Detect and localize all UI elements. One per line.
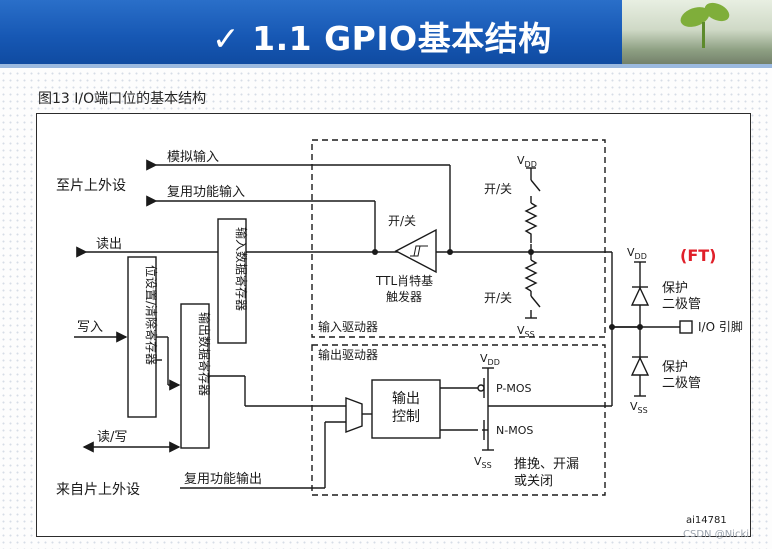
pull-down-resistor <box>524 259 538 292</box>
slide-header: ✓ 1.1 GPIO基本结构 <box>0 0 772 66</box>
alt-output-label: 复用功能输出 <box>184 471 262 487</box>
input-data-register-label: 输入数据寄存器 <box>234 227 249 311</box>
slide-title: ✓ 1.1 GPIO基本结构 <box>212 19 552 58</box>
protection-diode-top <box>630 286 650 306</box>
ttl-schmitt-trigger <box>394 228 437 274</box>
stem-shape <box>702 22 705 48</box>
alt-input-label: 复用功能输入 <box>167 184 245 200</box>
figure-caption: 图13 I/O端口位的基本结构 <box>38 91 207 107</box>
output-data-register-box <box>180 303 210 449</box>
output-driver-box <box>311 344 606 496</box>
to-peripheral-label: 至片上外设 <box>56 178 126 194</box>
output-mux <box>345 396 363 434</box>
header-divider <box>0 64 772 68</box>
protect-diode-label-top-2: 二极管 <box>662 297 701 312</box>
read-out-label: 读出 <box>96 237 122 252</box>
protect-diode-label-top-1: 保护 <box>662 281 688 296</box>
input-data-register-box <box>217 218 247 344</box>
pmos-gate-bubble <box>477 384 485 392</box>
analog-input-label: 模拟输入 <box>167 149 219 165</box>
ttl-label-line2: 触发器 <box>386 289 422 304</box>
io-pin-label: I/O 引脚 <box>698 319 743 334</box>
switch-label-top: 开/关 <box>484 182 512 196</box>
switch-top <box>530 179 541 192</box>
pmos-label: P-MOS <box>496 382 532 395</box>
ttl-label-line1: TTL肖特基 <box>375 273 433 288</box>
output-control-label-1: 输出 <box>392 391 420 407</box>
junction-dot <box>528 249 534 255</box>
junction-dot <box>447 249 453 255</box>
vss-label-mid: VSS <box>517 324 535 339</box>
output-control-box <box>371 379 441 439</box>
protect-diode-label-bottom-2: 二极管 <box>662 376 701 391</box>
input-driver-box <box>311 139 606 338</box>
switch-label-bottom: 开/关 <box>484 291 512 305</box>
io-pin-pad <box>679 320 693 334</box>
output-mode-label-2: 或关闭 <box>514 474 553 489</box>
junction-dot <box>372 249 378 255</box>
read-write-label: 读/写 <box>97 430 127 445</box>
switch-bottom <box>530 295 541 308</box>
bsrr-register-label: 位设置/清除寄存器 <box>144 265 159 365</box>
figure-code: ai14781 <box>686 515 727 526</box>
vss-label-diode: VSS <box>630 400 648 415</box>
output-driver-label: 输出驱动器 <box>318 347 378 362</box>
write-in-label: 写入 <box>77 320 103 335</box>
vss-label-output: VSS <box>474 455 492 470</box>
header-photo <box>622 0 772 66</box>
vdd-label-diode: VDD <box>627 246 647 261</box>
output-mode-label-1: 推挽、开漏 <box>514 456 579 472</box>
switch-label-ttl: 开/关 <box>388 214 416 228</box>
nmos-label: N-MOS <box>496 424 533 437</box>
junction-dot <box>609 324 615 330</box>
pull-up-resistor <box>524 202 538 243</box>
watermark: CSDN @Nicki <box>683 529 750 540</box>
from-peripheral-label: 来自片上外设 <box>56 482 140 498</box>
vdd-label-output: VDD <box>480 352 500 367</box>
vdd-label-top: VDD <box>517 154 537 169</box>
protect-diode-label-bottom-1: 保护 <box>662 360 688 375</box>
output-control-label-2: 控制 <box>392 409 420 425</box>
protection-diode-bottom <box>630 356 650 376</box>
junction-dot <box>637 324 643 330</box>
input-driver-label: 输入驱动器 <box>318 319 378 334</box>
output-data-register-label: 输出数据寄存器 <box>197 312 212 396</box>
ft-tolerant-label: (FT) <box>680 246 716 265</box>
